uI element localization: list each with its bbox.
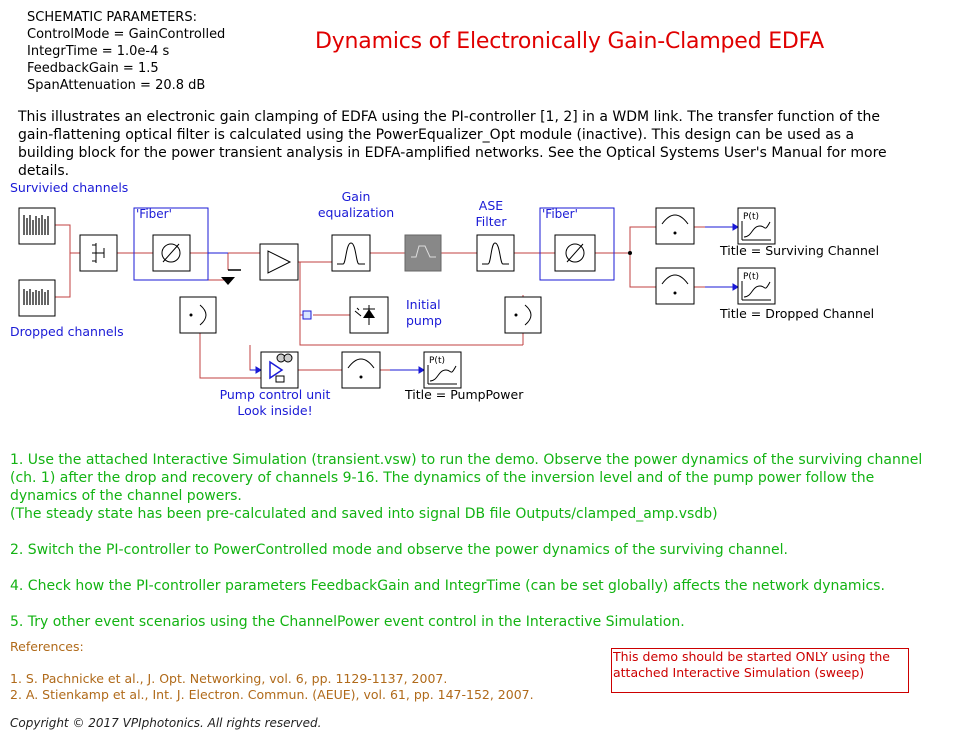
note-5: 5. Try other event scenarios using the C… (10, 614, 685, 630)
pump-power-meter-icon[interactable]: P(t) (423, 351, 462, 389)
fiber-1-block[interactable] (133, 207, 209, 281)
surviving-power-meter-icon[interactable]: P(t) (737, 207, 776, 245)
copyright: Copyright © 2017 VPIphotonics. All right… (10, 716, 322, 730)
svg-text:P(t): P(t) (743, 212, 759, 222)
note-1-detail: (The steady state has been pre-calculate… (10, 506, 718, 522)
reference-1: 1. S. Pachnicke et al., J. Opt. Networki… (10, 671, 448, 686)
references-heading: References: (10, 639, 84, 654)
reference-2: 2. A. Stienkamp et al., Int. J. Electron… (10, 687, 534, 702)
param-feedback-gain: FeedbackGain = 1.5 (27, 61, 159, 76)
gain-equalization-filter-icon[interactable] (331, 234, 371, 272)
amplifier-icon[interactable] (259, 243, 299, 281)
dropped-channel-title: Title = Dropped Channel (720, 306, 875, 321)
split-node (628, 251, 632, 255)
surviving-channel-title: Title = Surviving Channel (720, 243, 880, 258)
blue-arrows (208, 223, 739, 374)
schematic-diagram: P(t) P(t) P(t) (18, 207, 776, 389)
ground-icon (221, 269, 241, 285)
param-control-mode: ControlMode = GainControlled (27, 27, 226, 42)
tap-1-receiver-icon[interactable] (179, 296, 217, 334)
power-equalizer-inactive-icon[interactable] (404, 234, 442, 272)
params-heading: SCHEMATIC PARAMETERS: (27, 10, 197, 25)
pump-receiver-icon[interactable] (341, 351, 381, 389)
param-integr-time: IntegrTime = 1.0e-4 s (27, 44, 170, 59)
initial-pump-diode-icon[interactable] (349, 296, 389, 334)
fiber-2-block[interactable] (539, 207, 615, 281)
junction-node (302, 310, 312, 320)
dropped-receiver-icon[interactable] (655, 267, 695, 305)
pump-control-unit-icon[interactable] (260, 351, 299, 389)
tap-2-receiver-icon[interactable] (504, 296, 542, 334)
ase-filter-icon[interactable] (476, 234, 515, 272)
survived-channels-label: Survivied channels (10, 180, 129, 195)
instructions: 1. Use the attached Interactive Simulati… (10, 451, 930, 631)
note-4: 4. Check how the PI-controller parameter… (10, 578, 885, 594)
note-2: 2. Switch the PI-controller to PowerCont… (10, 542, 788, 558)
survived-transmitter-icon[interactable] (18, 207, 56, 245)
multiplexer-icon[interactable] (79, 234, 118, 272)
page-title: Dynamics of Electronically Gain-Clamped … (315, 29, 824, 54)
pump-power-title: Title = PumpPower (405, 387, 524, 402)
svg-text:P(t): P(t) (429, 356, 445, 366)
warning-box: This demo should be started ONLY using t… (611, 648, 909, 693)
description: This illustrates an electronic gain clam… (18, 109, 887, 179)
dropped-channels-label: Dropped channels (10, 324, 124, 339)
fiber-2-label: 'Fiber' (542, 207, 578, 221)
schematic-parameters: SCHEMATIC PARAMETERS: ControlMode = Gain… (27, 9, 225, 94)
dropped-power-meter-icon[interactable]: P(t) (737, 267, 776, 305)
fiber-1-label: 'Fiber' (136, 207, 172, 221)
note-1: 1. Use the attached Interactive Simulati… (10, 452, 923, 504)
dropped-transmitter-icon[interactable] (18, 279, 56, 317)
surviving-receiver-icon[interactable] (655, 207, 695, 245)
param-span-attenuation: SpanAttenuation = 20.8 dB (27, 78, 206, 93)
svg-text:P(t): P(t) (743, 272, 759, 282)
